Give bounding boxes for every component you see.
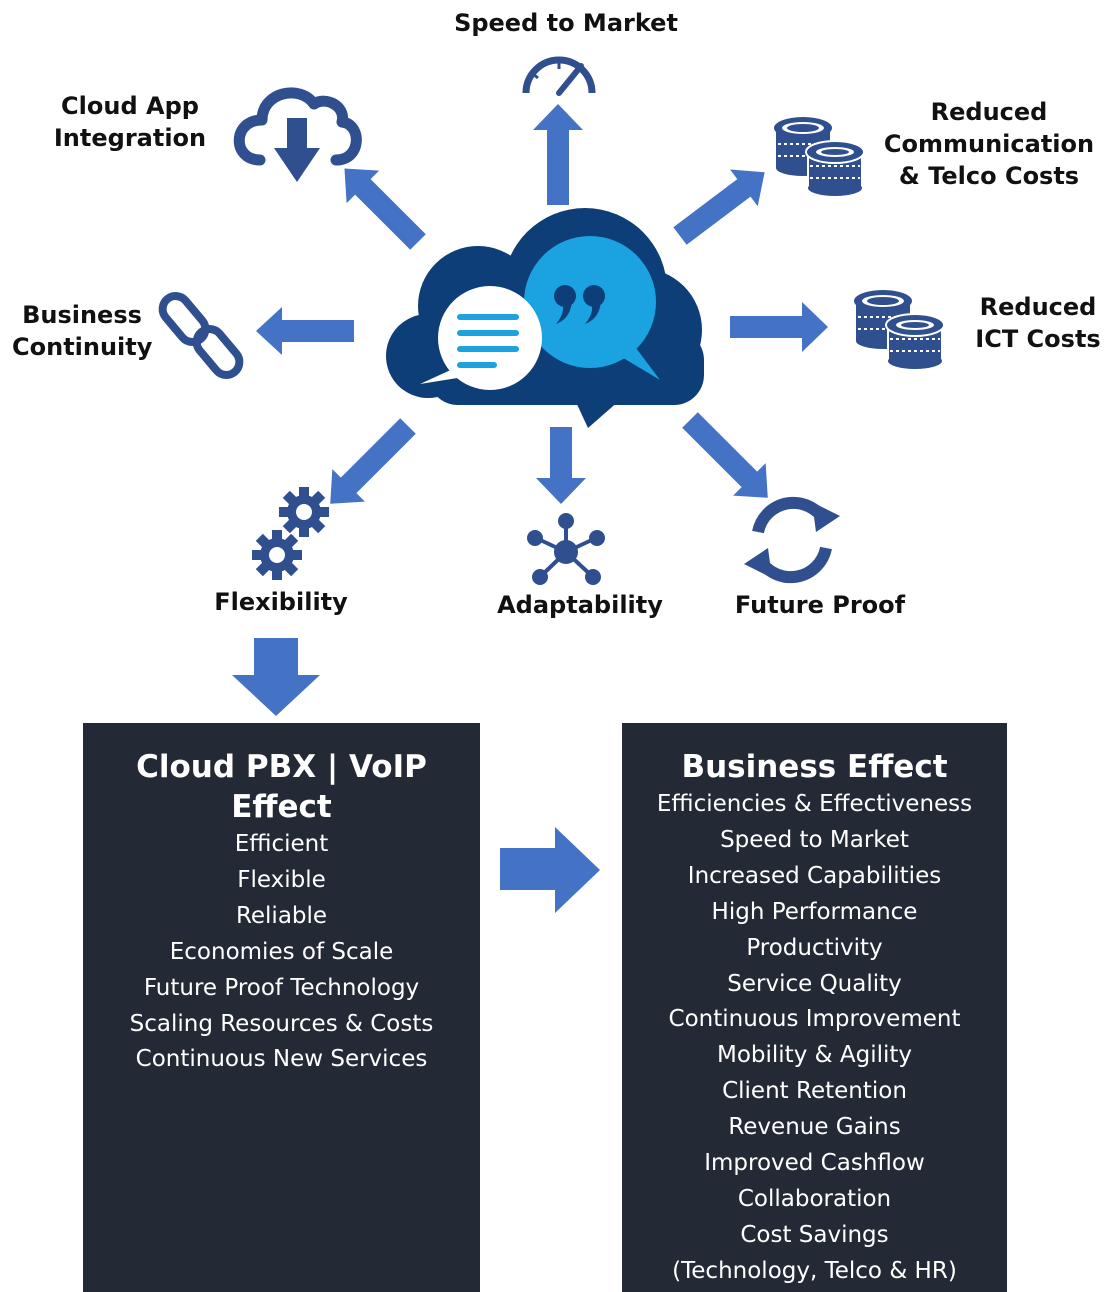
flexibility-label: Flexibility xyxy=(214,588,348,616)
list-item: Improved Cashflow xyxy=(704,1150,925,1177)
voip-panel-title: Cloud PBX | VoIP Effect xyxy=(136,749,427,825)
list-item: Mobility & Agility xyxy=(716,1042,912,1069)
speed-to-market-label: Speed to Market xyxy=(454,9,678,37)
list-item: Revenue Gains xyxy=(728,1114,901,1141)
list-item: Speed to Market xyxy=(720,826,909,853)
gears-icon xyxy=(252,487,329,580)
business-effect-list: Efficiencies & Effectiveness Speed to Ma… xyxy=(622,787,1007,1290)
arrow-to-adaptability xyxy=(536,427,586,504)
list-item: Service Quality xyxy=(727,970,902,997)
arrow-down-to-panel xyxy=(232,638,320,716)
arrow-to-comm-costs xyxy=(673,169,765,245)
coins-icon xyxy=(773,116,865,197)
adaptability-label: Adaptability xyxy=(497,591,663,619)
arrow-to-continuity xyxy=(256,307,354,355)
list-item: Economies of Scale xyxy=(169,938,394,965)
arrow-to-speed xyxy=(533,104,583,205)
arrow-to-future-proof xyxy=(682,412,768,498)
cloud-chat-icon xyxy=(386,208,704,428)
list-item: Efficiencies & Effectiveness xyxy=(656,791,973,817)
speedometer-icon xyxy=(522,56,596,96)
list-item: High Performance xyxy=(711,898,918,925)
cloud-download-icon xyxy=(233,87,362,182)
list-item: Reliable xyxy=(235,902,328,929)
chain-link-icon xyxy=(158,292,244,379)
list-item: Flexible xyxy=(237,866,326,893)
list-item: (Technology, Telco & HR) xyxy=(672,1257,957,1284)
cloud-app-integration-label: Cloud App Integration xyxy=(53,92,207,152)
list-item: Continuous Improvement xyxy=(668,1006,961,1033)
list-item: Collaboration xyxy=(737,1185,892,1212)
voip-effect-list: Efficient Flexible Reliable Economies of… xyxy=(83,827,480,1078)
network-hub-icon xyxy=(527,513,605,585)
reduced-ict-costs-label: Reduced ICT Costs xyxy=(975,293,1101,353)
voip-effect-panel: Cloud PBX | VoIP Effect Efficient Flexib… xyxy=(83,723,480,1292)
sync-arrows-icon xyxy=(744,496,840,584)
arrow-to-cloud-app xyxy=(344,168,426,250)
reduced-comm-costs-label: Reduced Communication & Telco Costs xyxy=(883,98,1095,190)
business-effect-panel: Business Effect Efficiencies & Effective… xyxy=(622,723,1007,1292)
list-item: Continuous New Services xyxy=(135,1046,428,1073)
business-continuity-label: Business Continuity xyxy=(12,301,153,361)
list-item: Cost Savings xyxy=(740,1221,889,1248)
arrow-to-ict-costs xyxy=(730,302,828,352)
arrow-to-flexibility xyxy=(330,418,416,504)
arrow-between-panels xyxy=(500,827,600,913)
list-item: Future Proof Technology xyxy=(143,974,420,1001)
list-item: Increased Capabilities xyxy=(687,862,942,889)
coins-icon xyxy=(853,289,945,370)
business-panel-title: Business Effect xyxy=(681,749,948,785)
list-item: Efficient xyxy=(234,831,329,857)
list-item: Client Retention xyxy=(722,1078,907,1105)
list-item: Scaling Resources & Costs xyxy=(129,1010,434,1037)
future-proof-label: Future Proof xyxy=(734,591,906,619)
list-item: Productivity xyxy=(746,934,883,961)
